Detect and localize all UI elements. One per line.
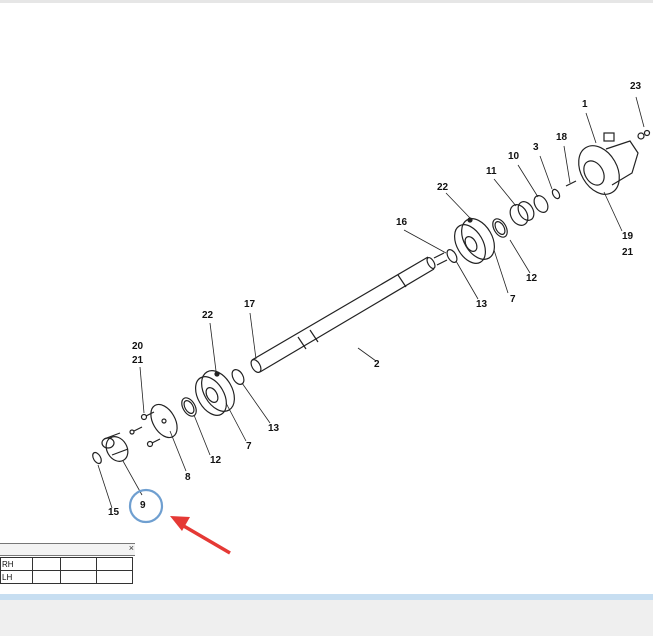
parts-table-panel: × RH LH (0, 543, 135, 589)
row-label: LH (0, 570, 33, 584)
callout-7-left: 7 (246, 441, 252, 452)
callout-9: 9 (140, 500, 146, 511)
callout-11: 11 (486, 166, 497, 177)
callout-21-left: 21 (132, 355, 144, 366)
bearing-housing-left (195, 370, 235, 416)
parts-table: RH LH (0, 557, 133, 584)
callout-22-left: 22 (202, 310, 214, 321)
callout-16: 16 (396, 217, 408, 228)
flange-plate (150, 403, 178, 439)
callout-labels: 23 1 18 3 10 11 22 19 21 16 12 7 13 17 2… (108, 81, 642, 518)
bolts-left (129, 411, 161, 448)
seal-ring-right (492, 218, 508, 238)
end-housing (565, 129, 651, 195)
bushing-right (509, 201, 535, 226)
callout-19: 19 (622, 231, 634, 242)
end-bearing-left (101, 432, 129, 462)
callout-13-right: 13 (476, 299, 488, 310)
callout-20: 20 (132, 341, 144, 352)
highlight-circle (128, 488, 164, 524)
callout-23: 23 (630, 81, 642, 92)
exploded-parts-diagram: 23 1 18 3 10 11 22 19 21 16 12 7 13 17 2… (92, 81, 651, 555)
table-row: LH (0, 570, 133, 584)
callout-12-right: 12 (526, 273, 538, 284)
callout-22-right: 22 (437, 182, 449, 193)
leader-lines (97, 96, 645, 509)
callout-13-left: 13 (268, 423, 280, 434)
red-arrow (170, 516, 231, 555)
horizontal-scrollbar[interactable] (0, 594, 653, 600)
callout-2: 2 (374, 359, 380, 370)
callout-1: 1 (582, 99, 588, 110)
callout-18: 18 (556, 132, 568, 143)
bottom-panel (0, 600, 653, 636)
row-label: RH (0, 557, 33, 571)
table-row: RH (0, 557, 133, 571)
close-icon[interactable]: × (128, 543, 134, 553)
shaft (250, 252, 448, 373)
callout-7-right: 7 (510, 294, 516, 305)
snap-ring-right (446, 249, 458, 263)
o-ring-left (92, 451, 102, 465)
window-top-border (0, 0, 653, 3)
callout-8: 8 (185, 472, 191, 483)
callout-17: 17 (244, 299, 256, 310)
snap-ring-left (231, 369, 245, 385)
callout-10: 10 (508, 151, 520, 162)
callout-3: 3 (533, 142, 539, 153)
callout-12-left: 12 (210, 455, 222, 466)
callout-15: 15 (108, 507, 120, 518)
callout-21-right: 21 (622, 247, 634, 258)
seal-ring-left (181, 397, 197, 417)
spacer-right (533, 188, 561, 213)
parts-table-header: × (0, 543, 135, 556)
scrollbar-thumb[interactable] (0, 594, 653, 600)
